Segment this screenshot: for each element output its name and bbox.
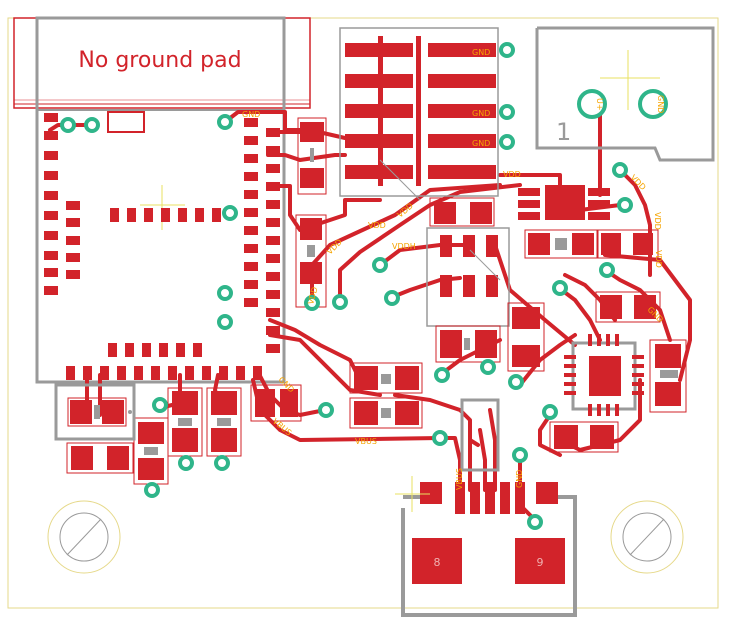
net-label-vdd-1: VDD bbox=[503, 170, 521, 179]
cap-c10 bbox=[549, 421, 619, 453]
cap-c13 bbox=[250, 384, 302, 422]
net-label-vdd-7: VDD bbox=[653, 212, 662, 230]
no-ground-pad-note: No ground pad bbox=[78, 48, 241, 73]
cap-c14 bbox=[167, 387, 203, 457]
usb-shield-pad-left bbox=[412, 538, 462, 584]
module-silk-outline bbox=[35, 16, 286, 384]
cap-c6 bbox=[524, 229, 598, 259]
cap-c4 bbox=[435, 325, 501, 363]
mounting-hole-left bbox=[47, 500, 121, 574]
cap-c1 bbox=[297, 117, 327, 195]
battery-plus-label: U+ bbox=[595, 98, 604, 111]
cap-c3 bbox=[429, 197, 495, 227]
module-centre-pads bbox=[110, 208, 221, 222]
board-outline bbox=[7, 17, 719, 609]
cap-c5 bbox=[507, 302, 545, 372]
battery-plus-pad bbox=[577, 89, 607, 119]
ic-u2 bbox=[426, 227, 510, 327]
vias bbox=[60, 42, 633, 530]
net-label-vdd-2: VDD bbox=[368, 221, 386, 230]
battery-minus-label: GND bbox=[656, 95, 665, 113]
net-label-vdd-8: VDD bbox=[654, 250, 663, 268]
net-label-vddh: VDDH bbox=[392, 242, 416, 251]
usb-connector: 8 9 bbox=[395, 398, 577, 617]
cap-c8 bbox=[595, 291, 661, 323]
battery-connector: 1 U+ GND bbox=[535, 26, 715, 162]
cap-c7 bbox=[597, 229, 659, 259]
led-d1 bbox=[54, 383, 136, 441]
cap-c17 bbox=[66, 442, 134, 474]
regulator-u3 bbox=[518, 185, 610, 220]
usb-shield-pad-right bbox=[515, 538, 565, 584]
cap-c15 bbox=[206, 387, 242, 457]
net-label-vbus-2: VBUS bbox=[355, 437, 377, 446]
passive-components bbox=[54, 117, 687, 485]
net-label-gnd-2: GND bbox=[472, 48, 490, 57]
battery-minus-pad bbox=[638, 89, 668, 119]
net-label-vbus-1: VBUS bbox=[271, 417, 294, 438]
cap-c9 bbox=[649, 339, 687, 413]
net-label-vdd-5: VDD bbox=[306, 286, 319, 306]
mounting-hole-right bbox=[610, 500, 684, 574]
module-left-pads bbox=[44, 113, 80, 295]
usb-pad-label-left: 8 bbox=[434, 556, 441, 569]
usb-pad-label-right: 9 bbox=[537, 556, 544, 569]
header-connector bbox=[339, 27, 499, 201]
cap-c12 bbox=[349, 397, 423, 429]
cap-c16 bbox=[133, 417, 169, 485]
net-label-gnd-4: GND bbox=[472, 139, 490, 148]
ic-qfn bbox=[564, 334, 644, 416]
cap-c11 bbox=[349, 362, 423, 394]
net-label-gnd-7: GND bbox=[515, 470, 524, 488]
net-label-vbus-3: VBUS bbox=[455, 468, 464, 490]
net-label-gnd-1: GND bbox=[242, 110, 260, 119]
net-label-gnd-3: GND bbox=[472, 109, 490, 118]
module-footprint: No ground pad bbox=[13, 16, 311, 384]
module-bottom-pads bbox=[66, 343, 262, 380]
pin-one-marker: 1 bbox=[556, 118, 571, 146]
